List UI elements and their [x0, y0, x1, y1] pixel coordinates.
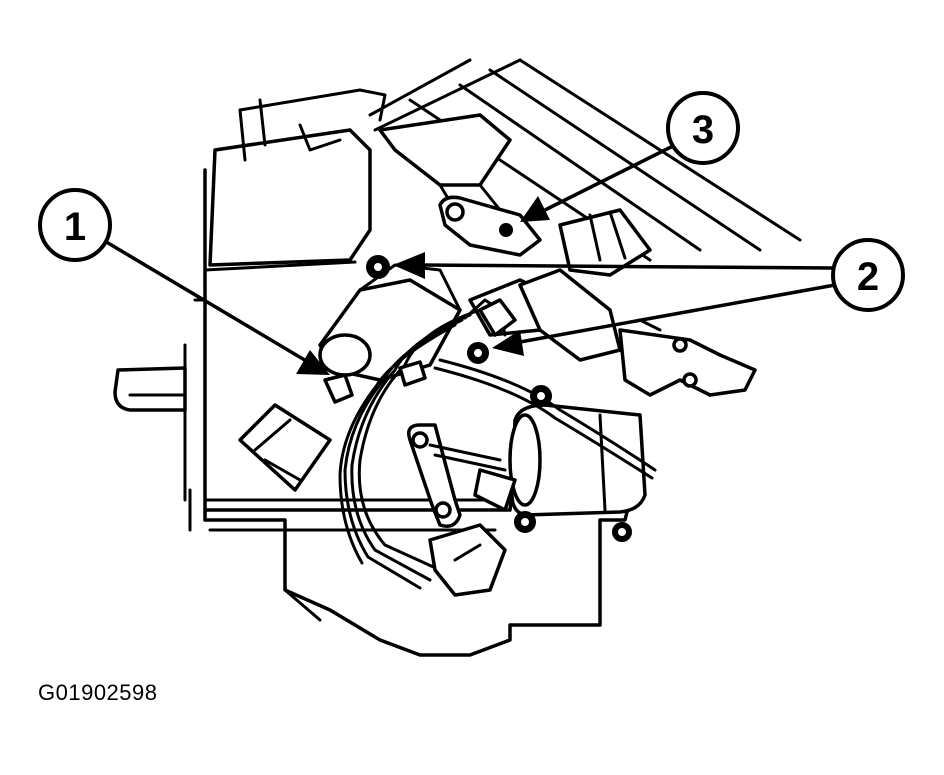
housing: [183, 88, 642, 657]
nut-right: [612, 522, 632, 542]
actuator-motor-lower: [473, 403, 647, 517]
bolt-bracket: [499, 223, 513, 237]
callout-1-label: 1: [64, 205, 86, 249]
leader-3: [544, 143, 676, 212]
wiring-harness: [338, 298, 657, 597]
figure-id: G01902598: [38, 680, 158, 705]
callout-3: 3: [666, 91, 740, 165]
nut-motor: [530, 385, 552, 407]
linkage: [468, 268, 757, 397]
leader-1: [102, 238, 309, 364]
arrowhead-1: [296, 350, 330, 375]
side-tube: [113, 366, 187, 412]
leader-2-lower: [519, 283, 836, 344]
arrowhead-3: [520, 196, 550, 222]
callout-1: 1: [38, 188, 112, 262]
fasteners: [366, 223, 632, 542]
leader-2-upper: [419, 263, 833, 270]
actuator-motor-upper: [318, 263, 462, 404]
nut-middle: [467, 342, 489, 364]
housing-connector: [238, 403, 332, 492]
upper-bracket: [438, 195, 652, 277]
arrowhead-2-lower: [492, 330, 524, 356]
callout-2-label: 2: [857, 255, 879, 299]
nut-upper: [366, 255, 390, 279]
callout-3-label: 3: [692, 108, 714, 152]
lever-arm: [407, 423, 507, 528]
nut-lower: [514, 511, 536, 533]
callout-2: 2: [831, 238, 905, 312]
arrowhead-2-upper: [393, 252, 425, 279]
callout-leaders: [102, 143, 836, 375]
